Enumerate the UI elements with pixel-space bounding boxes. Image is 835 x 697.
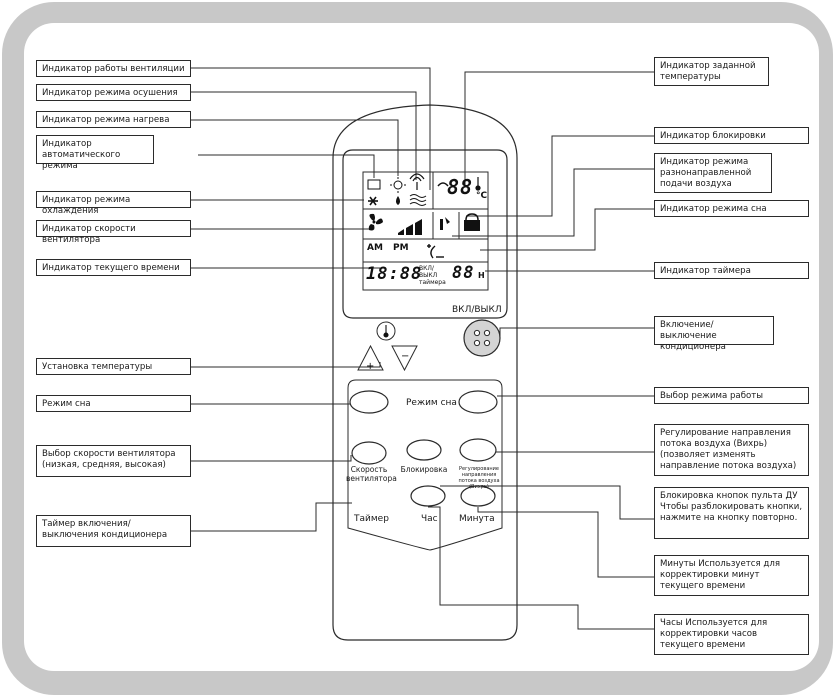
callout-timer-onoff: Таймер включения/выключения кондиционера <box>36 515 191 547</box>
sun-icon <box>390 177 406 193</box>
plus-sign-icon: + <box>366 361 374 372</box>
ventilation-icon <box>409 173 425 190</box>
callout-clock-indicator: Индикатор текущего времени <box>36 259 191 276</box>
power-label: ВКЛ/ВЫКЛ <box>452 305 502 315</box>
lcd-pm-label: PM <box>393 243 409 253</box>
callout-hours: Часы Используется для корректировки часо… <box>654 614 809 655</box>
person-swing-icon <box>440 217 450 230</box>
auto-mode-icon <box>367 179 381 190</box>
fan-icon <box>368 213 383 231</box>
thermometer-icon <box>475 177 481 191</box>
callout-set-temperature: Установка температуры <box>36 358 191 375</box>
minus-sign-icon: − <box>401 351 409 362</box>
lock-icon <box>464 213 480 231</box>
lcd-timer-caption: ВКЛ/ВЫКЛ таймера <box>419 265 446 286</box>
lcd-panel <box>342 149 508 319</box>
sleep-button <box>349 390 389 414</box>
callout-sleep-mode: Режим сна <box>36 395 191 412</box>
lcd-am-label: AM <box>367 243 383 253</box>
lcd-time-digits: 18:88 <box>366 264 423 284</box>
swing-button <box>459 438 497 462</box>
callout-heat-indicator: Индикатор режима нагрева <box>36 111 191 128</box>
thermometer-button-icon <box>383 325 389 338</box>
callout-sleep-indicator: Индикатор режима сна <box>654 200 809 217</box>
callout-button-lock: Блокировка кнопок пульта ДУ Чтобы разбло… <box>654 487 809 539</box>
dry-drop-icon <box>396 196 400 205</box>
lcd-temp-digits: 88 <box>447 175 474 199</box>
callout-timer-indicator: Индикатор таймера <box>654 262 809 279</box>
callout-target-temperature: Индикатор заданной температуры <box>654 57 769 86</box>
button-panel <box>347 379 503 551</box>
callout-power-button: Включение/выключение кондиционера <box>654 316 774 352</box>
callout-minutes: Минуты Используется для корректировки ми… <box>654 555 809 596</box>
lcd-screen <box>362 171 489 291</box>
temp-down-button <box>391 345 418 372</box>
callout-ventilation-indicator: Индикатор работы вентиляции <box>36 60 191 77</box>
callout-cool-indicator: Индикатор режима охлаждения <box>36 191 191 216</box>
lcd-temp-unit: °C <box>476 191 488 201</box>
callout-mode-select: Выбор режима работы <box>654 387 809 404</box>
lock-button <box>406 439 442 461</box>
sleep-moon-icon <box>427 244 444 259</box>
temp-up-button <box>357 344 384 371</box>
lcd-timer-digits: 88 <box>452 263 475 283</box>
remote-outline <box>332 104 518 641</box>
cool-snowflake-icon <box>368 196 378 206</box>
fan-speed-bars-icon <box>398 219 422 235</box>
callout-lock-indicator: Индикатор блокировки <box>654 127 809 144</box>
sleep-button-label: Режим сна <box>406 398 457 408</box>
swing-button-label: Регулирование направления потока воздуха… <box>458 466 500 490</box>
hour-button <box>410 485 446 507</box>
fan-speed-button <box>351 441 387 465</box>
timer-button-label: Таймер <box>354 514 389 524</box>
callout-airflow-direction: Регулирование направления потока воздуха… <box>654 424 809 476</box>
fan-speed-button-label: Скорость вентилятора <box>346 465 397 483</box>
lcd-timer-unit: H <box>478 271 485 280</box>
minute-button-label: Минута <box>459 514 495 524</box>
target-temp-arrow-icon <box>437 182 449 187</box>
hour-button-label: Час <box>421 514 438 524</box>
callout-auto-indicator: Индикатор автоматического режима <box>36 135 154 171</box>
callout-dry-indicator: Индикатор режима осушения <box>36 84 191 101</box>
callout-fan-speed-select: Выбор скорости вентилятора (низкая, сред… <box>36 445 191 477</box>
mode-button <box>458 390 498 414</box>
swing-wave-icon <box>409 194 427 206</box>
lock-button-label: Блокировка <box>400 465 448 474</box>
callout-swing-indicator: Индикатор режима разнонаправленной подач… <box>654 153 772 193</box>
callout-fan-speed-indicator: Индикатор скорости вентилятора <box>36 220 191 245</box>
